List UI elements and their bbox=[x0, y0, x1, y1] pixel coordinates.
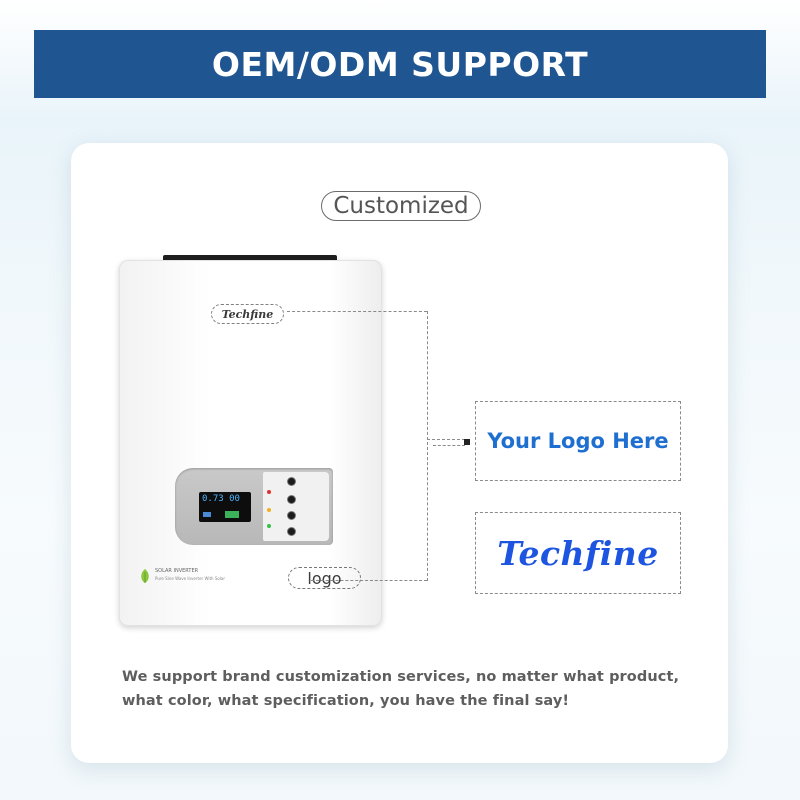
your-logo-text: Your Logo Here bbox=[487, 429, 669, 453]
connector-line-mid bbox=[427, 439, 465, 440]
connector-line-mid-2 bbox=[433, 445, 465, 446]
control-panel: 0.73 00 bbox=[175, 468, 333, 545]
connector-line-vertical bbox=[427, 311, 428, 581]
lcd-display: 0.73 00 bbox=[199, 492, 251, 522]
product-subline-label: Pure Sine Wave Inverter With Solar bbox=[155, 576, 226, 581]
esc-button-icon bbox=[288, 528, 295, 535]
connector-end-icon bbox=[464, 439, 470, 445]
device-brand-label: Techfine bbox=[211, 304, 284, 324]
customization-card: Customized Techfine 0.73 00 SOLA bbox=[71, 143, 728, 763]
device-handle bbox=[163, 255, 337, 263]
connector-line-top bbox=[287, 311, 427, 312]
techfine-logo-box: Techfine bbox=[475, 512, 681, 594]
inverter-device-image: Techfine 0.73 00 SOLAR INVERTER Pure Si bbox=[119, 260, 382, 626]
button-panel bbox=[263, 472, 329, 541]
fault-led-icon bbox=[267, 490, 271, 494]
ac-led-icon bbox=[267, 524, 271, 528]
customized-pill: Customized bbox=[321, 191, 481, 221]
up-button-icon bbox=[288, 478, 295, 485]
connector-line-bottom bbox=[311, 580, 427, 581]
techfine-logo: Techfine bbox=[497, 533, 659, 573]
banner-title: OEM/ODM SUPPORT bbox=[211, 44, 589, 84]
lcd-reading: 0.73 00 bbox=[202, 494, 240, 504]
lcd-battery-icon bbox=[203, 512, 211, 517]
leaf-icon bbox=[141, 569, 149, 583]
down-button-icon bbox=[288, 496, 295, 503]
header-banner: OEM/ODM SUPPORT bbox=[34, 30, 766, 98]
device-logo-placeholder: logo bbox=[288, 567, 361, 589]
lcd-load-icon bbox=[225, 511, 239, 518]
product-line-label: SOLAR INVERTER bbox=[155, 568, 199, 574]
charge-led-icon bbox=[267, 508, 271, 512]
description-text: We support brand customization services,… bbox=[122, 669, 680, 709]
your-logo-box: Your Logo Here bbox=[475, 401, 681, 481]
enter-button-icon bbox=[288, 512, 295, 519]
